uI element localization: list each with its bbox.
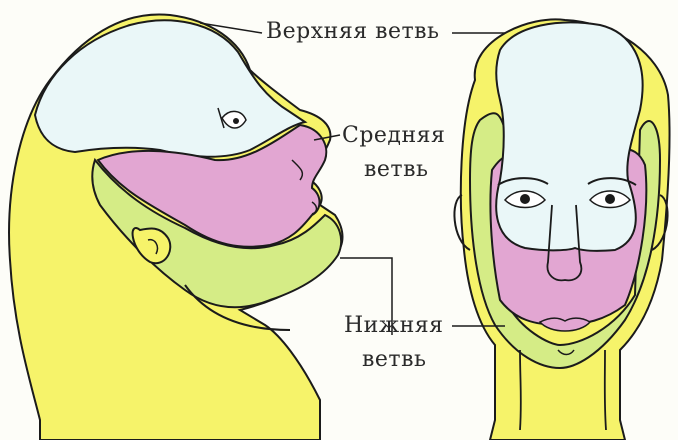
- label-lower-branch-line1: Нижняя: [344, 314, 444, 338]
- profile-head: [9, 14, 342, 440]
- label-lower-branch-line2: ветвь: [362, 348, 426, 372]
- frontal-upper-zone: [496, 22, 642, 250]
- frontal-head: [454, 19, 669, 440]
- label-middle-branch-line1: Средняя: [342, 124, 445, 148]
- label-upper-branch: Верхняя ветвь: [266, 20, 440, 44]
- label-middle-branch-line2: ветвь: [364, 158, 428, 182]
